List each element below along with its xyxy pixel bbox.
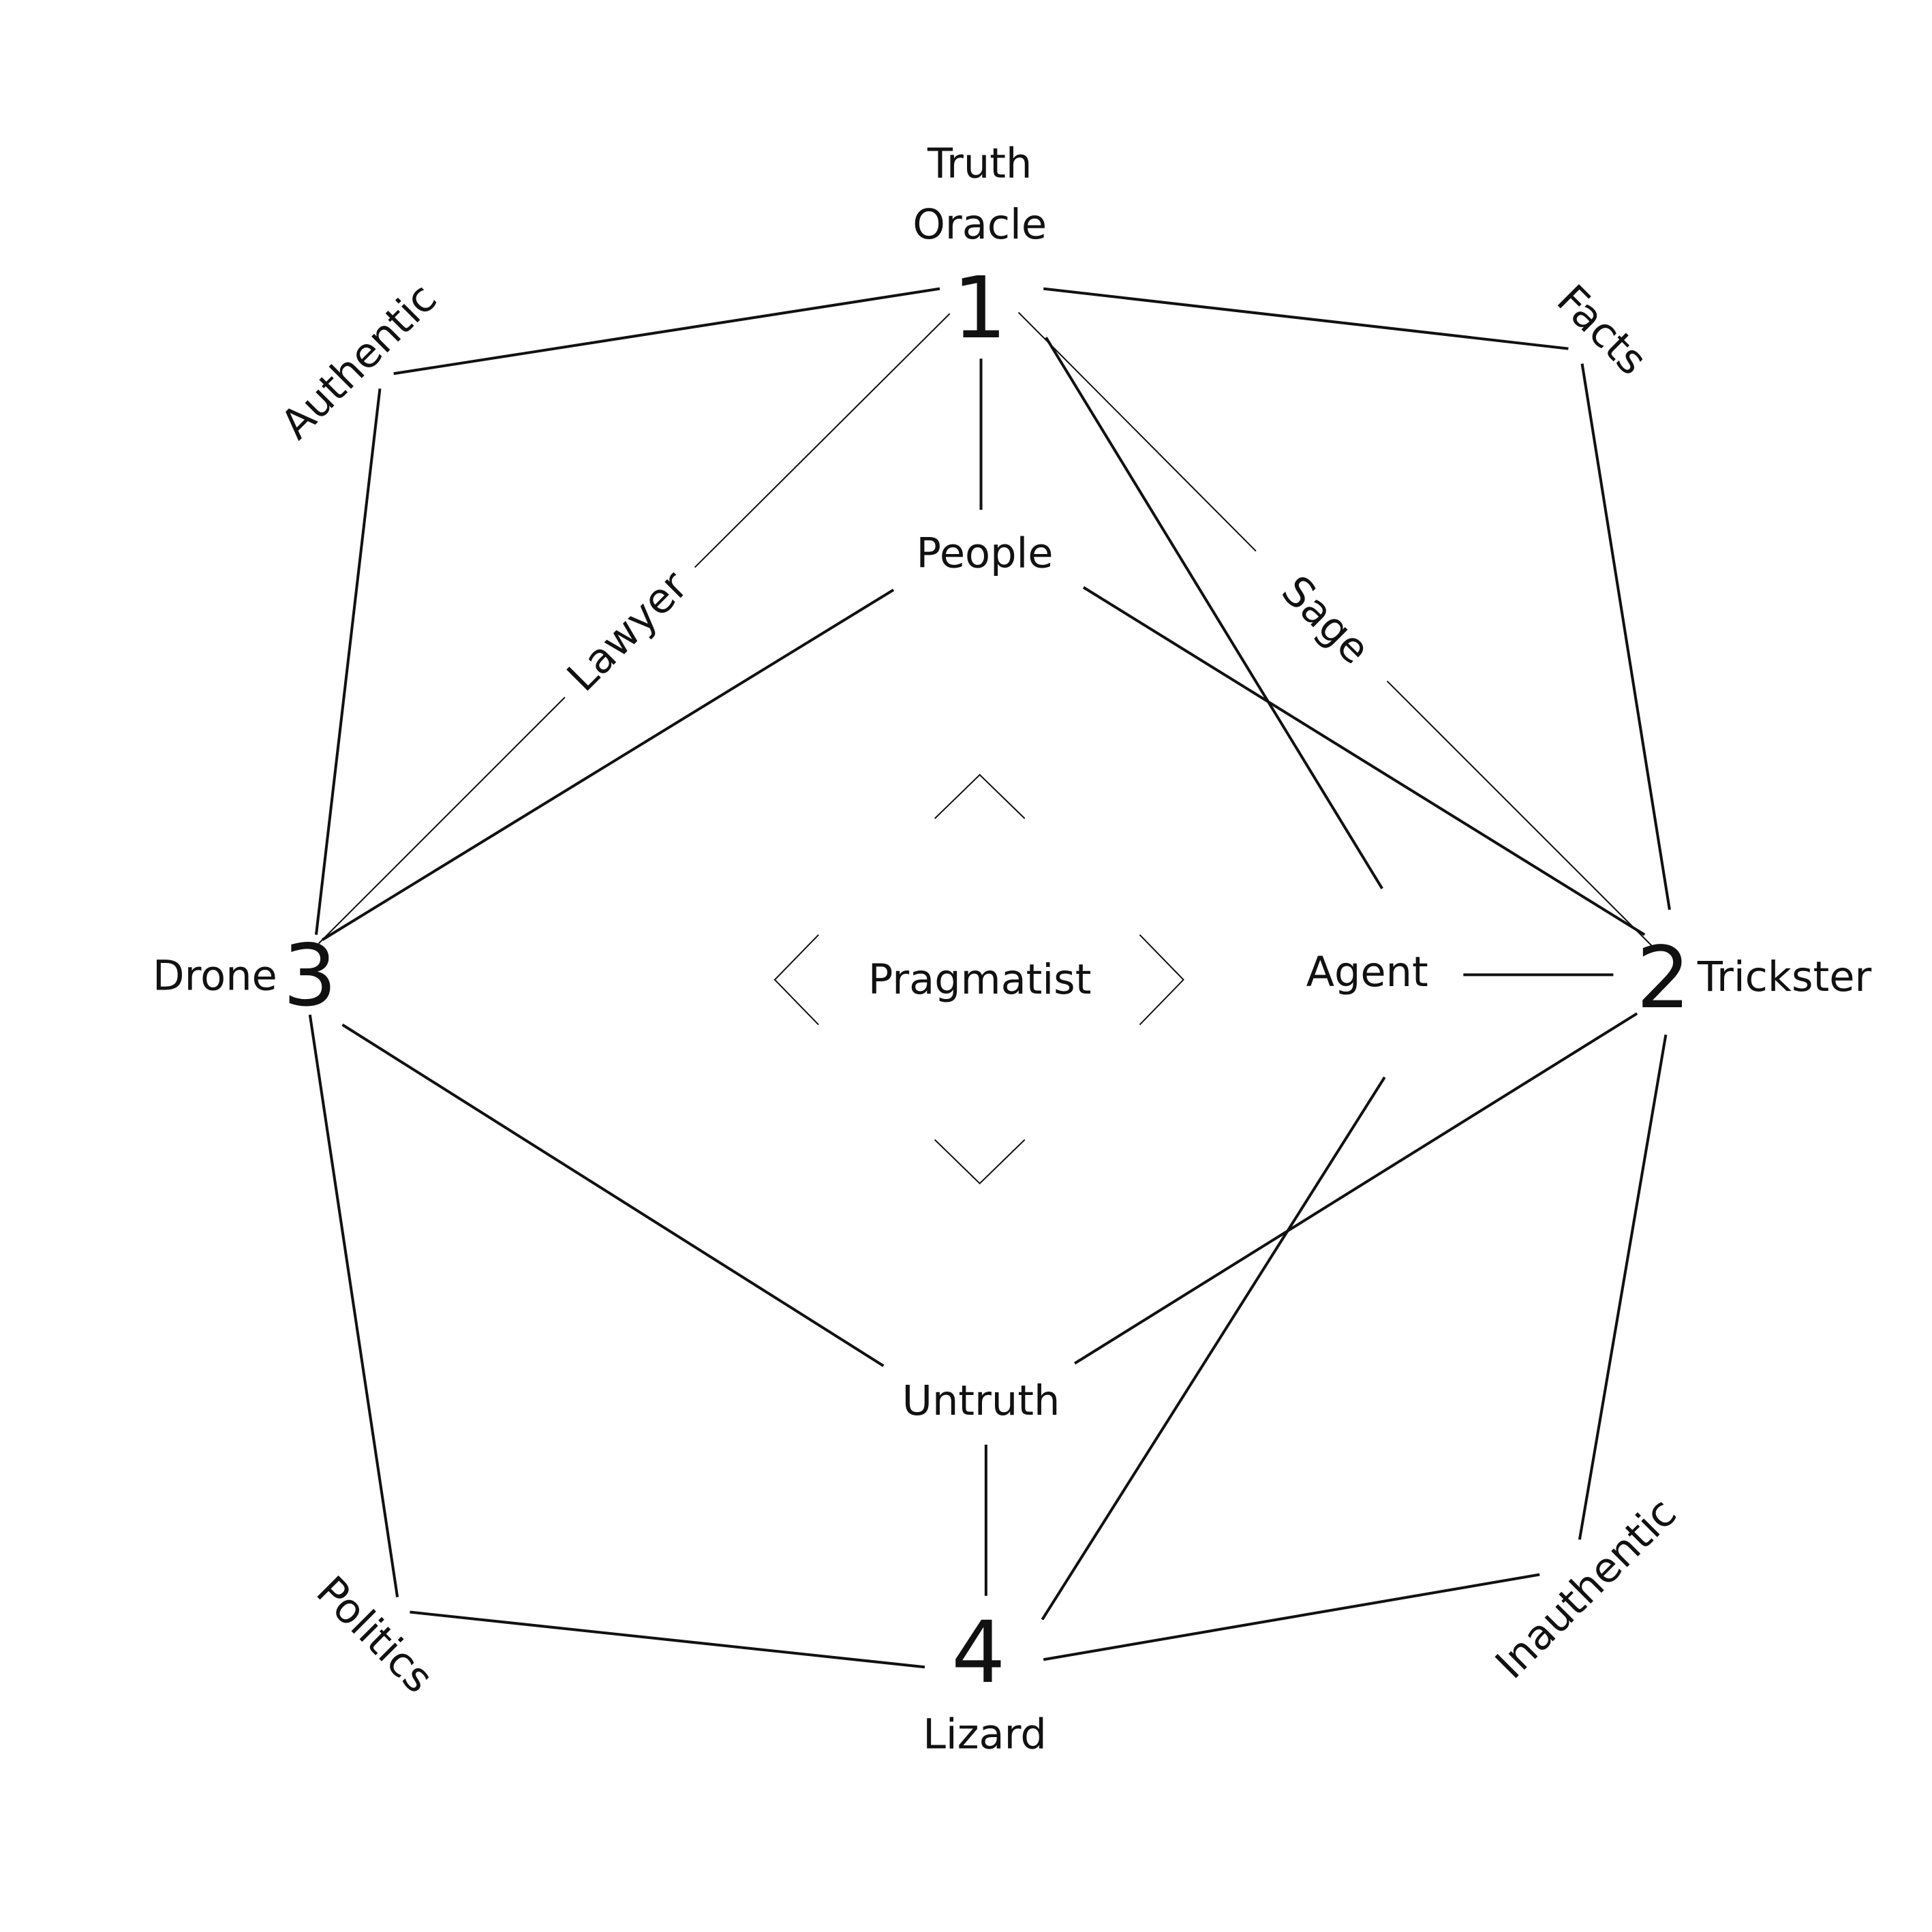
- line-1-lawyer: [694, 313, 951, 568]
- line-1-agent: [1045, 337, 1383, 889]
- edge-lawyer: Lawyer: [558, 562, 697, 701]
- node-1-label-top: Truth: [927, 140, 1032, 187]
- node-1: Truth Oracle 1: [913, 140, 1047, 358]
- node-1-label: Oracle: [913, 201, 1047, 249]
- edge-inauthentic: Inauthentic: [1487, 1489, 1686, 1688]
- line-3-untruth: [341, 1023, 885, 1368]
- line-facts-2: [1580, 363, 1671, 910]
- node-4: 4 Lizard: [923, 1604, 1047, 1758]
- line-4-inauthentic: [1043, 1573, 1540, 1661]
- chevron-left-icon: [773, 934, 819, 1026]
- inner-agent: Agent: [1306, 949, 1428, 996]
- inner-people: People: [917, 530, 1054, 578]
- line-1-sage: [1017, 311, 1257, 552]
- node-3: Drone 3: [153, 926, 337, 1025]
- node-2: 2 Trickster: [1636, 929, 1871, 1028]
- line-authentic-3: [314, 388, 382, 935]
- edge-facts: Facts: [1548, 276, 1656, 384]
- line-politics-4: [410, 1610, 925, 1669]
- thick-connectors: [308, 287, 1671, 1669]
- node-3-number: 3: [283, 926, 337, 1025]
- line-people-3: [322, 588, 895, 941]
- line-3-politics: [308, 1014, 399, 1597]
- center-pragmatist: Pragmatist: [868, 956, 1092, 1004]
- chevron-right-icon: [1139, 934, 1184, 1026]
- node-1-number: 1: [953, 259, 1007, 358]
- line-2-inauthentic: [1578, 1034, 1668, 1540]
- inner-untruth: Untruth: [902, 1377, 1060, 1425]
- chevron-down-icon: [934, 1139, 1026, 1184]
- line-2-untruth: [1073, 1012, 1638, 1365]
- edge-politics: Politics: [307, 1567, 442, 1702]
- line-agent-4: [1041, 1076, 1386, 1621]
- edge-authentic: Authentic: [272, 275, 446, 448]
- edge-sage: Sage: [1272, 567, 1379, 673]
- chevron-up-icon: [934, 773, 1026, 819]
- thin-connectors: [318, 311, 1657, 1184]
- node-3-label: Drone: [153, 952, 277, 1000]
- line-people-2: [1082, 586, 1646, 936]
- node-4-label: Lizard: [923, 1711, 1047, 1758]
- line-lawyer-3: [318, 696, 566, 945]
- node-2-number: 2: [1636, 929, 1690, 1028]
- node-4-number: 4: [951, 1604, 1005, 1702]
- node-2-label: Trickster: [1697, 953, 1872, 1001]
- line-sage-2: [1386, 680, 1657, 951]
- line-authentic-1: [393, 287, 940, 375]
- line-1-facts: [1043, 287, 1569, 350]
